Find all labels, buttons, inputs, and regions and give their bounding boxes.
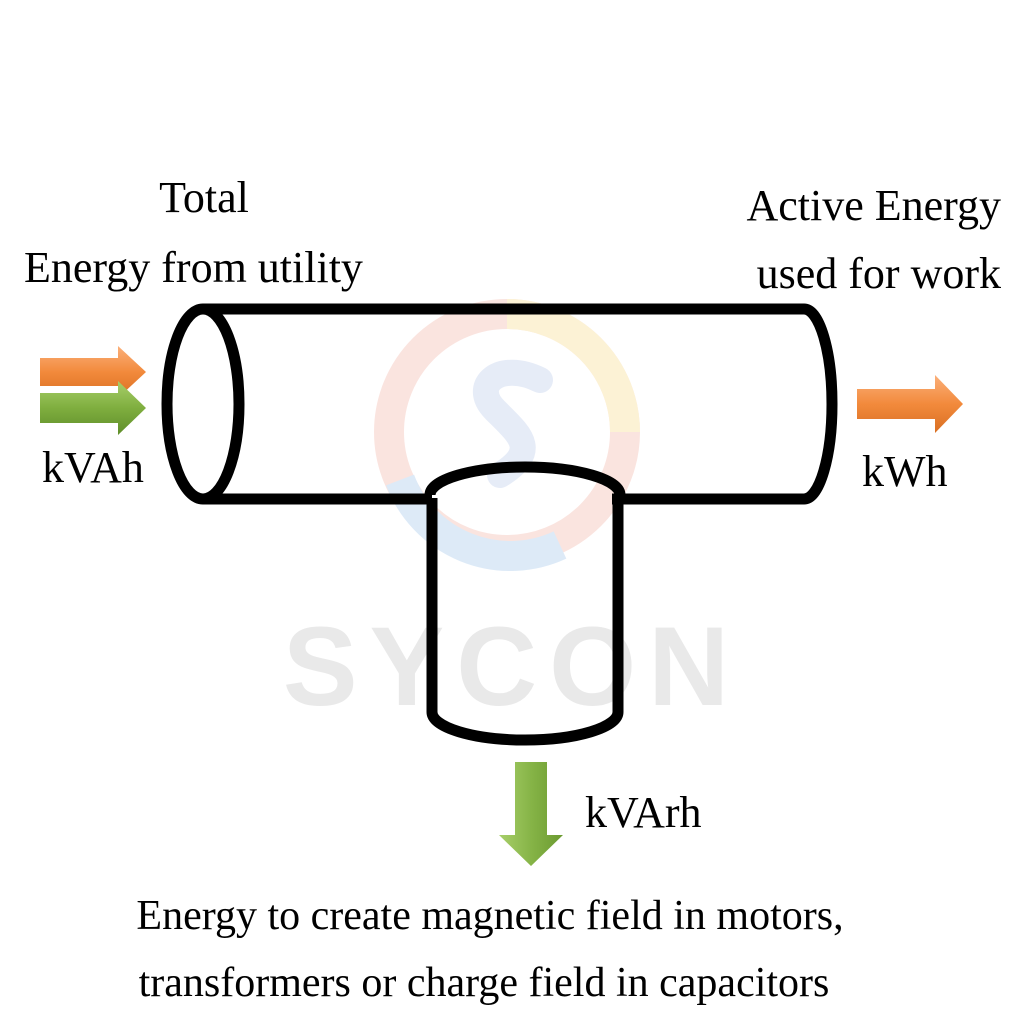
used-for-work-label: used for work <box>756 249 1001 298</box>
sycon-logo-icon <box>374 299 640 571</box>
main-pipe <box>161 303 838 505</box>
orange-arrow-icon <box>40 346 146 398</box>
reactive-unit-label: kVArh <box>585 788 702 837</box>
down-arrow-icon <box>499 762 563 866</box>
branch-pipe <box>424 461 626 746</box>
output-unit-label: kWh <box>862 447 948 496</box>
output-arrow-icon <box>857 375 963 433</box>
active-energy-label: Active Energy <box>746 181 1001 230</box>
bottom-caption-line1: Energy to create magnetic field in motor… <box>136 893 844 939</box>
energy-from-utility-label: Energy from utility <box>24 243 363 292</box>
green-arrow-icon <box>40 381 146 435</box>
total-label: Total <box>159 173 249 222</box>
input-unit-label: kVAh <box>42 443 144 492</box>
bottom-caption-line2: transformers or charge field in capacito… <box>138 960 830 1006</box>
watermark-text: SYCON <box>283 604 741 729</box>
